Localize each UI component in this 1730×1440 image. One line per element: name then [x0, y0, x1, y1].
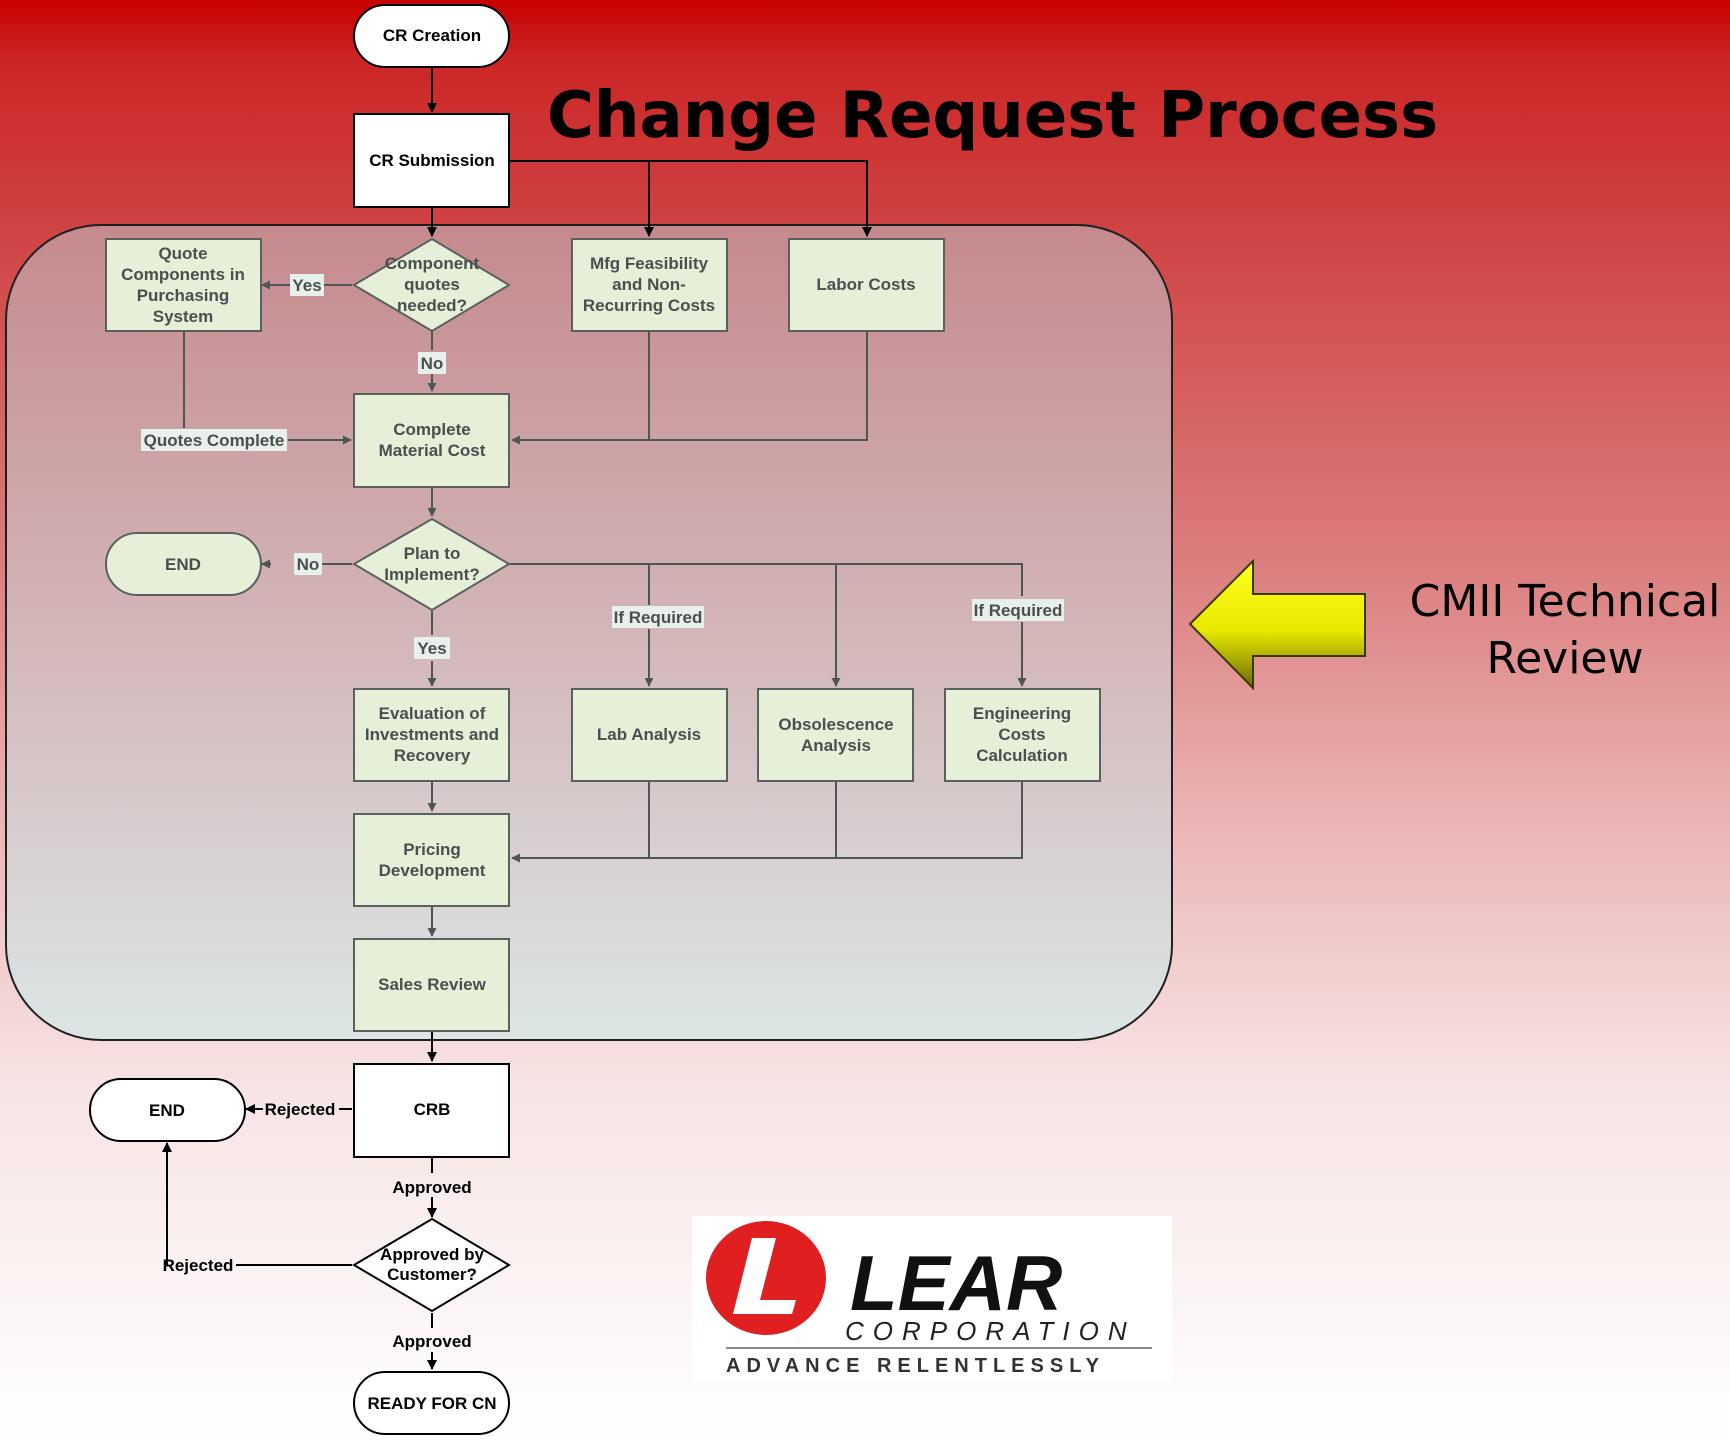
svg-text:Sales Review: Sales Review	[378, 975, 487, 994]
node-quote-components: Quote Components in Purchasing System	[105, 238, 262, 332]
node-plan-to-implement-decision: Plan to Implement?	[352, 517, 511, 612]
svg-text:READY FOR CN: READY FOR CN	[367, 1394, 496, 1413]
edge-label-no-quotes: No	[418, 352, 446, 374]
svg-text:Pricing: Pricing	[403, 840, 461, 859]
node-sales-review: Sales Review	[353, 938, 510, 1032]
edge-label-no-plan: No	[294, 553, 322, 575]
node-cr-submission: CR Submission	[353, 113, 510, 208]
svg-text:Lab Analysis: Lab Analysis	[597, 725, 701, 744]
node-end-1: END	[105, 532, 262, 596]
edge-label-yes-plan: Yes	[414, 637, 450, 659]
svg-text:Material Cost: Material Cost	[379, 441, 486, 460]
node-ready-for-cn: READY FOR CN	[353, 1371, 510, 1435]
svg-text:Plan to: Plan to	[404, 544, 461, 563]
node-complete-material-cost: Complete Material Cost	[353, 393, 510, 488]
edges-outer	[162, 67, 872, 1370]
svg-text:Recovery: Recovery	[394, 746, 471, 765]
side-label-line2: Review	[1487, 633, 1644, 684]
svg-text:Engineering: Engineering	[973, 704, 1071, 723]
svg-text:Purchasing: Purchasing	[137, 286, 230, 305]
node-approved-by-customer-decision: Approved by Customer?	[352, 1217, 511, 1313]
svg-text:Component: Component	[385, 254, 480, 273]
svg-text:Quotes Complete: Quotes Complete	[144, 431, 285, 450]
svg-text:Evaluation of: Evaluation of	[379, 704, 486, 723]
logo-subtitle: CORPORATION	[845, 1316, 1136, 1346]
node-labor-costs: Labor Costs	[788, 238, 945, 332]
svg-text:Development: Development	[379, 861, 486, 880]
node-engineering-costs: Engineering Costs Calculation	[944, 688, 1101, 782]
svg-text:No: No	[421, 354, 444, 373]
svg-text:Calculation: Calculation	[976, 746, 1068, 765]
svg-text:Investments and: Investments and	[365, 725, 499, 744]
svg-text:If Required: If Required	[614, 608, 703, 627]
edge-label-quotes-complete: Quotes Complete	[141, 429, 287, 451]
svg-text:CR Creation: CR Creation	[383, 26, 481, 45]
logo-name: LEAR	[850, 1239, 1062, 1327]
node-obsolescence-analysis: Obsolescence Analysis	[757, 688, 914, 782]
edge-label-rejected-crb: Rejected	[265, 1100, 336, 1119]
node-pricing-development: Pricing Development	[353, 813, 510, 907]
technical-review-region	[5, 224, 1173, 1041]
svg-text:Costs: Costs	[998, 725, 1045, 744]
svg-text:If Required: If Required	[974, 601, 1063, 620]
edge-label-yes-quotes: Yes	[290, 274, 324, 296]
edge-label-rejected-customer: Rejected	[163, 1256, 234, 1275]
logo-tagline: ADVANCE RELENTLESSLY	[726, 1355, 1105, 1377]
svg-text:System: System	[153, 307, 213, 326]
side-arrow-icon	[1188, 558, 1366, 691]
svg-text:Yes: Yes	[292, 276, 321, 295]
svg-text:CRB: CRB	[414, 1100, 451, 1119]
side-label-line1: CMII Technical	[1410, 576, 1721, 627]
svg-text:Labor Costs: Labor Costs	[816, 275, 915, 294]
svg-text:Approved by: Approved by	[380, 1245, 484, 1264]
svg-text:Analysis: Analysis	[801, 736, 871, 755]
node-end-2: END	[89, 1078, 246, 1142]
node-lab-analysis: Lab Analysis	[571, 688, 728, 782]
svg-text:Obsolescence: Obsolescence	[778, 715, 893, 734]
page-title: Change Request Process	[547, 79, 1438, 153]
svg-text:Quote: Quote	[158, 244, 207, 263]
node-component-quotes-decision: Component quotes needed?	[352, 237, 511, 333]
edge-label-approved-customer: Approved	[392, 1332, 471, 1351]
svg-text:Components in: Components in	[121, 265, 245, 284]
node-crb: CRB	[353, 1063, 510, 1158]
svg-text:Yes: Yes	[417, 639, 446, 658]
svg-text:CR Submission: CR Submission	[369, 151, 495, 170]
svg-text:END: END	[165, 555, 201, 574]
svg-text:Mfg Feasibility: Mfg Feasibility	[590, 254, 709, 273]
lear-l-mark-icon	[706, 1221, 826, 1335]
svg-text:Customer?: Customer?	[387, 1265, 477, 1284]
lear-logo: LEAR CORPORATION ADVANCE RELENTLESSLY	[692, 1216, 1172, 1381]
svg-text:Recurring Costs: Recurring Costs	[583, 296, 715, 315]
svg-text:END: END	[149, 1101, 185, 1120]
node-mfg-feasibility: Mfg Feasibility and Non- Recurring Costs	[571, 238, 728, 332]
svg-text:No: No	[297, 555, 320, 574]
node-evaluation: Evaluation of Investments and Recovery	[353, 688, 510, 782]
svg-text:Complete: Complete	[393, 420, 470, 439]
svg-text:needed?: needed?	[397, 296, 467, 315]
node-cr-creation: CR Creation	[353, 4, 510, 68]
edge-label-if-required-lab: If Required	[612, 606, 704, 628]
svg-text:quotes: quotes	[404, 275, 460, 294]
svg-text:and Non-: and Non-	[612, 275, 686, 294]
edge-label-if-required-eng: If Required	[972, 599, 1064, 621]
svg-text:Implement?: Implement?	[384, 565, 479, 584]
edge-label-approved-crb: Approved	[392, 1178, 471, 1197]
